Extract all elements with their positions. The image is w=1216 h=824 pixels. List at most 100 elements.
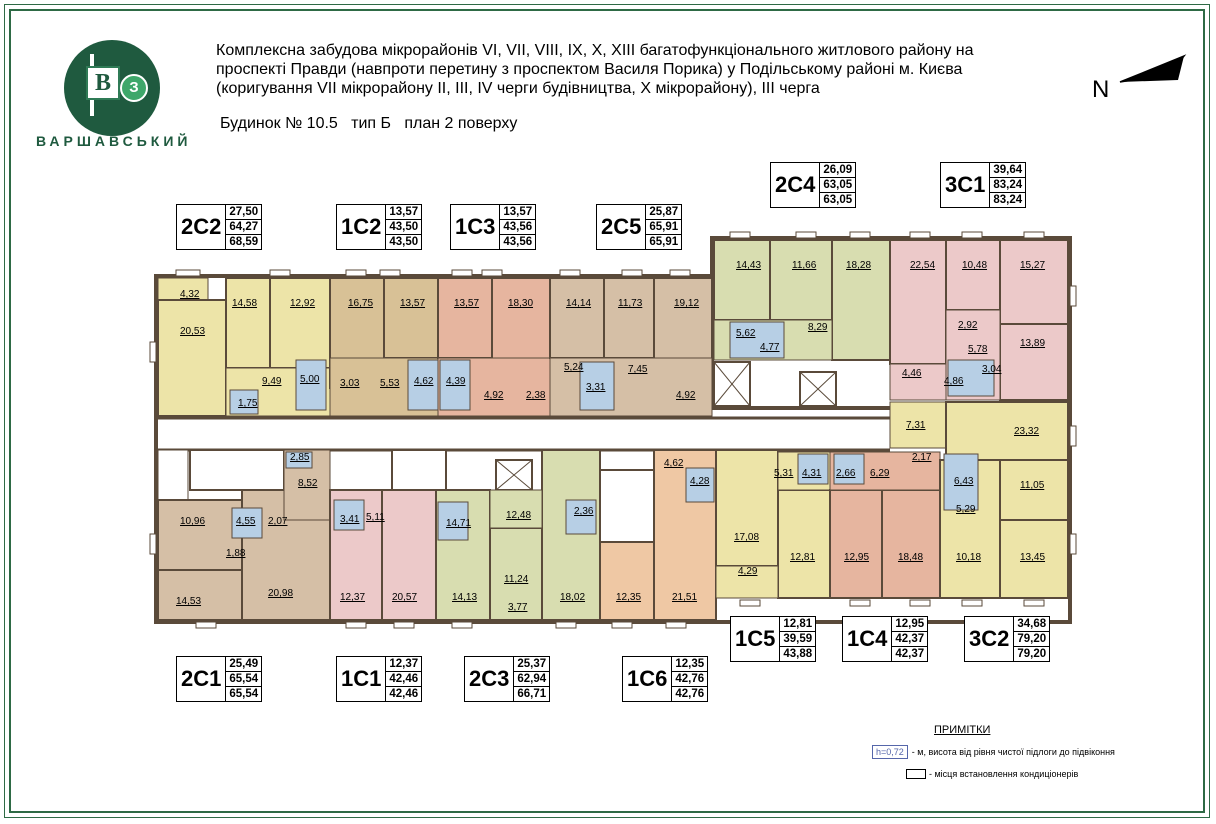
room-area: 1,88 [226, 548, 246, 559]
apartment-code: 3С1 [945, 172, 986, 197]
room-area: 5,78 [968, 344, 988, 355]
room [999, 459, 1069, 521]
room-area: 4,92 [484, 390, 504, 401]
apartment-area: 27,50 [226, 205, 262, 220]
room [157, 499, 243, 571]
ac-text: - місця встановлення кондиціонерів [929, 769, 1079, 779]
room-area: 7,45 [628, 364, 648, 375]
room-area: 11,66 [792, 260, 817, 271]
apartment-area: 63,05 [820, 178, 856, 193]
apartment-area: 25,37 [514, 657, 550, 672]
title-line: (коригування VII мікрорайону ІІ, ІІІ, IV… [216, 80, 820, 97]
bathroom [729, 321, 785, 359]
room-area: 7,31 [906, 420, 926, 431]
room [541, 449, 601, 621]
room-area: 11,24 [504, 574, 529, 585]
room-area: 4,77 [760, 342, 780, 353]
compass-letter: N [1092, 76, 1110, 103]
logo-letter-z: З [120, 74, 148, 102]
room-area: 4,55 [236, 516, 256, 527]
room-area: 2,38 [526, 390, 546, 401]
room-area: 5,24 [564, 362, 584, 373]
apartment-code: 2С4 [775, 172, 816, 197]
room [769, 239, 833, 321]
room [889, 239, 947, 365]
stairs [157, 449, 189, 501]
room-area: 5,31 [774, 468, 794, 479]
room-area: 4,46 [902, 368, 922, 379]
apartment-area: 12,95 [892, 617, 928, 632]
apartment-code: 1С1 [341, 666, 382, 691]
ac-box-icon [906, 769, 926, 779]
bathroom [231, 507, 263, 539]
room-area: 3,03 [340, 378, 360, 389]
room-area: 20,53 [180, 326, 205, 337]
apartment-area: 43,50 [389, 236, 419, 248]
room [777, 489, 831, 599]
apartment-area: 65,91 [649, 236, 679, 248]
room-area: 3,77 [508, 602, 528, 613]
room-area: 4,86 [944, 376, 964, 387]
room-area: 2,07 [268, 516, 288, 527]
bathroom [439, 359, 471, 411]
room-area: 2,66 [836, 468, 856, 479]
apartment-area: 43,56 [503, 236, 533, 248]
room-area: 22,54 [910, 260, 935, 271]
room-area: 13,57 [400, 298, 425, 309]
apartment-area: 13,57 [386, 205, 422, 220]
room-area: 20,57 [392, 592, 417, 603]
apartment-area: 12,81 [780, 617, 816, 632]
project-title: Комплексна забудова мікрорайонів VI, VII… [216, 41, 1076, 98]
apartment-area: 43,50 [386, 220, 422, 235]
apartment-area: 39,59 [780, 632, 816, 647]
bathroom [797, 453, 829, 485]
apartment-area: 42,37 [892, 632, 928, 647]
apartment-area: 79,20 [1014, 632, 1050, 647]
bathroom [579, 361, 615, 411]
apartment-area: 63,05 [823, 194, 853, 206]
room [999, 239, 1069, 325]
logo-text: ВАРШАВСЬКИЙ [36, 133, 192, 149]
bathroom [943, 453, 979, 511]
plan-subtitle: Будинок № 10.5 тип Б план 2 поверху [220, 115, 518, 132]
apartment-code: 2С2 [181, 214, 222, 239]
apartment-code: 3С2 [969, 626, 1010, 651]
apartment-area: 42,37 [895, 648, 925, 660]
apartment-area: 42,46 [386, 672, 422, 687]
room [945, 239, 1001, 311]
room-area: 11,73 [618, 298, 643, 309]
apartment-code: 2С3 [469, 666, 510, 691]
apartment-area: 66,71 [517, 688, 547, 700]
height-text: - м, висота від рівня чистої підлоги до … [911, 747, 1115, 757]
apartment-area: 83,24 [990, 178, 1026, 193]
logo-letter-b: В [86, 66, 120, 100]
room-area: 12,81 [790, 552, 815, 563]
room-area: 14,71 [446, 518, 471, 529]
room-area: 9,49 [262, 376, 282, 387]
room-area: 5,62 [736, 328, 756, 339]
room [999, 519, 1069, 599]
logo-emblem: В З [64, 40, 160, 136]
notes-title: ПРИМІТКИ [934, 724, 991, 736]
room [603, 277, 655, 359]
title-line: проспекті Правди (навпроти перетину з пр… [216, 61, 963, 78]
apartment-area: 13,57 [500, 205, 536, 220]
room-area: 6,43 [954, 476, 974, 487]
apartment-area: 34,68 [1014, 617, 1050, 632]
room-area: 14,13 [452, 592, 477, 603]
room-area: 12,35 [616, 592, 641, 603]
room [437, 277, 493, 359]
room-area: 13,45 [1020, 552, 1045, 563]
north-arrow-icon [1119, 54, 1187, 83]
inner-frame [9, 9, 1205, 813]
room-area: 4,29 [738, 566, 758, 577]
